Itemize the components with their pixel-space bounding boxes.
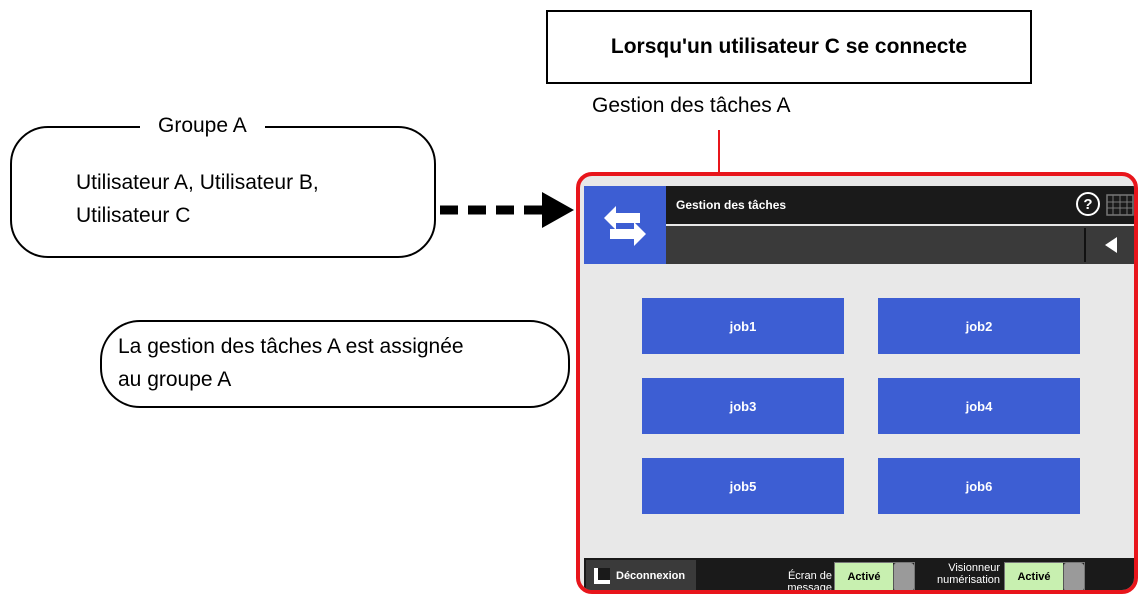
device-screen: Gestion des tâches ? job1 job2 job3 job4… <box>576 172 1138 594</box>
viewer-label-line1: Visionneur <box>948 562 1000 574</box>
message-screen-label: Écran de message <box>787 570 832 594</box>
logout-button[interactable]: Déconnexion <box>586 560 696 590</box>
viewer-toggle[interactable]: Activé <box>1004 562 1085 590</box>
job-button-1[interactable]: job1 <box>642 298 844 354</box>
logout-icon <box>594 568 610 584</box>
keyboard-icon[interactable] <box>1106 194 1134 216</box>
job-button-3[interactable]: job3 <box>642 378 844 434</box>
header-title: Gestion des tâches <box>676 198 787 212</box>
assignment-text: La gestion des tâches A est assignée au … <box>118 330 568 396</box>
logout-label: Déconnexion <box>616 570 686 582</box>
assignment-line2: au groupe A <box>118 368 232 391</box>
group-members-line1: Utilisateur A, Utilisateur B, <box>76 171 319 194</box>
pointer-line <box>718 130 720 174</box>
task-management-label: Gestion des tâches A <box>592 94 791 117</box>
header-bar <box>666 186 1134 224</box>
help-icon[interactable]: ? <box>1074 190 1102 218</box>
message-screen-state: Activé <box>835 563 893 590</box>
back-button[interactable] <box>1084 228 1134 262</box>
header-subbar <box>666 226 1134 264</box>
job-button-2[interactable]: job2 <box>878 298 1080 354</box>
viewer-state: Activé <box>1005 563 1063 590</box>
back-arrow-icon <box>1105 237 1117 253</box>
scenario-title-box: Lorsqu'un utilisateur C se connecte <box>546 10 1032 84</box>
job-button-5[interactable]: job5 <box>642 458 844 514</box>
group-members-line2: Utilisateur C <box>76 204 191 227</box>
dashed-arrow <box>440 192 574 228</box>
group-title: Groupe A <box>140 114 265 138</box>
job-button-4[interactable]: job4 <box>878 378 1080 434</box>
svg-text:?: ? <box>1083 196 1092 213</box>
swap-arrows-icon <box>584 186 666 264</box>
viewer-label-line2: numérisation <box>937 574 1000 586</box>
viewer-label: Visionneur numérisation <box>926 562 1000 586</box>
job-button-6[interactable]: job6 <box>878 458 1080 514</box>
assignment-line1: La gestion des tâches A est assignée <box>118 335 464 358</box>
assignment-bubble <box>100 320 570 408</box>
group-members: Utilisateur A, Utilisateur B, Utilisateu… <box>76 166 406 232</box>
message-screen-toggle[interactable]: Activé <box>834 562 915 590</box>
scenario-title: Lorsqu'un utilisateur C se connecte <box>610 35 968 58</box>
toggle-knob <box>893 563 914 590</box>
toggle-knob <box>1063 563 1084 590</box>
